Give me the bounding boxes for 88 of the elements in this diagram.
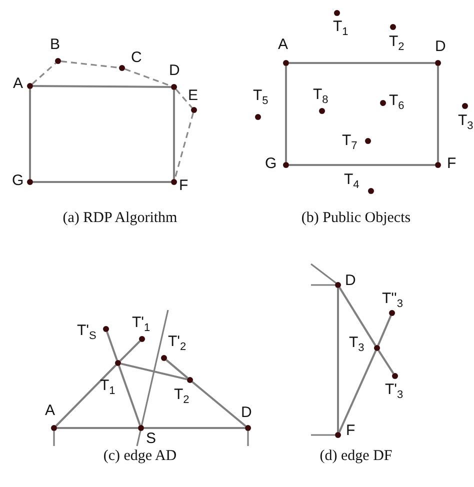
point-label: G (12, 173, 24, 189)
point-label: F (179, 178, 188, 194)
point-label: T$_{7}$ (342, 133, 358, 149)
point-label: F (346, 423, 356, 439)
point (385, 373, 403, 398)
point-label: F (447, 156, 456, 172)
point (313, 87, 328, 114)
point (344, 172, 374, 194)
line-segment (289, 62, 435, 64)
point (169, 63, 180, 90)
point (382, 291, 403, 316)
line-segment (118, 366, 141, 426)
point-label: E (188, 88, 198, 104)
point-label: G (265, 156, 277, 172)
line-segment (378, 350, 394, 374)
point (100, 360, 121, 394)
point-label: A (13, 76, 24, 92)
point (278, 37, 289, 66)
dashed-segment (174, 112, 194, 180)
line-segment (106, 332, 118, 360)
point (389, 24, 404, 50)
line-segment (55, 364, 117, 427)
line-segment (285, 66, 287, 162)
point (174, 377, 193, 403)
point-label: T$_{3}$ (349, 335, 364, 351)
point-label: T$_{6}$ (389, 93, 404, 109)
line-segment (166, 359, 188, 379)
point-label: T'$_{3}$ (385, 382, 404, 398)
point-label: T'$_{S}$ (77, 323, 96, 339)
point-label: T$_{1}$ (100, 378, 116, 394)
point-label: T'$_{2}$ (168, 334, 186, 350)
panel-caption: (c) edge AD (103, 448, 177, 465)
point (335, 273, 356, 289)
point (342, 133, 371, 149)
line-segment (57, 427, 138, 429)
dashed-segment (175, 88, 193, 108)
point-label: A (45, 403, 56, 419)
point-label: D (169, 63, 180, 79)
line-segment (120, 362, 188, 380)
point (380, 93, 404, 109)
line-segment (437, 66, 439, 162)
point-label: T$_{3}$ (458, 113, 474, 129)
line-segment (337, 288, 339, 432)
point-label: T$_{1}$ (333, 19, 348, 35)
point (50, 37, 61, 64)
point (119, 50, 142, 71)
dashed-segment (32, 62, 56, 85)
panel-caption: (b) Public Objects (301, 210, 411, 227)
line-segment (33, 85, 171, 88)
point-label: D (241, 405, 252, 421)
point-label: T$_{2}$ (389, 34, 404, 50)
point (458, 103, 473, 129)
line-segment (192, 381, 246, 427)
point-label: B (50, 37, 60, 53)
line-segment (338, 350, 377, 433)
point (335, 423, 355, 439)
point (333, 10, 348, 35)
line-segment (173, 90, 175, 179)
point-label: T$_{5}$ (253, 88, 268, 104)
point-label: D (435, 39, 446, 55)
line-segment (144, 427, 245, 429)
point-label: C (131, 50, 142, 66)
point (253, 88, 268, 120)
point (161, 334, 186, 361)
point (132, 315, 150, 342)
point (349, 335, 380, 351)
point (77, 323, 109, 339)
line-segment (29, 89, 31, 179)
point (45, 403, 57, 431)
dashed-segment (60, 60, 120, 68)
line-segment (377, 315, 392, 346)
line-segment (289, 164, 435, 166)
point-label: T$_{8}$ (313, 87, 328, 103)
point-label: T''$_{3}$ (382, 291, 404, 307)
point-label: S (146, 431, 156, 447)
point-label: T$_{2}$ (174, 387, 190, 403)
point-label: T$_{4}$ (344, 172, 360, 188)
panel-caption: (a) RDP Algorithm (62, 210, 178, 227)
point-label: T'$_{1}$ (132, 315, 150, 331)
panel-caption: (d) edge DF (320, 448, 392, 465)
point (241, 405, 252, 431)
line-segment (33, 181, 171, 183)
point-label: A (278, 37, 288, 53)
point (188, 88, 198, 113)
line-segment (338, 287, 376, 346)
line-segment (119, 340, 141, 362)
point-label: D (345, 273, 356, 289)
point (435, 39, 446, 66)
